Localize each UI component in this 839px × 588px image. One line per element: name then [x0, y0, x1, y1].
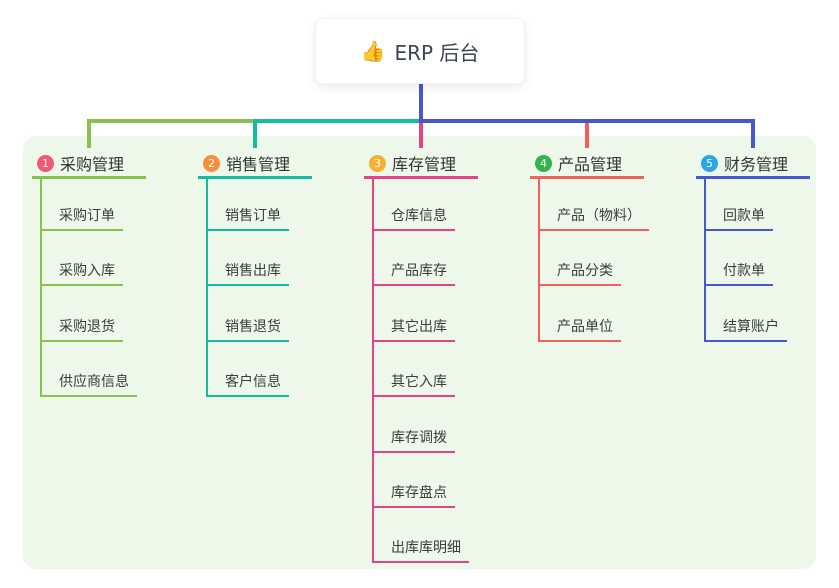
child-node[interactable]: 付款单 — [704, 260, 773, 286]
child-node[interactable]: 库存调拨 — [372, 427, 455, 453]
branch-node-5[interactable]: 5 财务管理 — [696, 150, 811, 179]
branch-label: 销售管理 — [226, 155, 291, 174]
branch-number-badge: 5 — [701, 154, 718, 172]
child-node[interactable]: 采购入库 — [40, 260, 123, 286]
branch-node-2[interactable]: 2 销售管理 — [198, 150, 313, 179]
branch-number-badge: 1 — [37, 154, 54, 172]
child-node[interactable]: 采购订单 — [40, 205, 123, 231]
branch-label: 产品管理 — [558, 155, 623, 174]
child-node[interactable]: 出库库明细 — [372, 537, 469, 563]
connector-horizontal-line — [87, 119, 257, 123]
child-node[interactable]: 采购退货 — [40, 316, 123, 342]
child-node[interactable]: 回款单 — [704, 205, 773, 231]
connector-drop-line — [585, 119, 589, 148]
connector-horizontal-line — [253, 119, 423, 123]
branch-node-4[interactable]: 4 产品管理 — [530, 150, 645, 179]
branch-number-badge: 2 — [203, 154, 220, 172]
child-node[interactable]: 结算账户 — [704, 316, 787, 342]
branches-panel — [23, 136, 816, 569]
branch-label: 库存管理 — [392, 155, 457, 174]
child-node[interactable]: 产品单位 — [538, 316, 621, 342]
child-node[interactable]: 其它入库 — [372, 371, 455, 397]
child-node[interactable]: 销售出库 — [206, 260, 289, 286]
branch-label: 采购管理 — [60, 155, 125, 174]
branch-vertical-line — [372, 179, 374, 563]
child-node[interactable]: 其它出库 — [372, 316, 455, 342]
branch-vertical-line — [538, 179, 540, 342]
root-node-label: ERP 后台 — [394, 40, 480, 65]
branch-vertical-line — [40, 179, 42, 397]
child-node[interactable]: 供应商信息 — [40, 371, 137, 397]
child-node[interactable]: 销售退货 — [206, 316, 289, 342]
child-node[interactable]: 产品分类 — [538, 260, 621, 286]
branch-node-3[interactable]: 3 库存管理 — [364, 150, 479, 179]
connector-drop-line — [253, 119, 257, 148]
branch-vertical-line — [206, 179, 208, 397]
child-node[interactable]: 库存盘点 — [372, 482, 455, 508]
child-node[interactable]: 产品库存 — [372, 260, 455, 286]
root-node[interactable]: 👍 ERP 后台 — [315, 18, 525, 84]
child-node[interactable]: 仓库信息 — [372, 205, 455, 231]
connector-drop-line — [751, 119, 755, 148]
thumbs-up-icon: 👍 — [360, 39, 386, 63]
root-connector-line — [419, 82, 423, 123]
connector-drop-line — [87, 119, 91, 148]
branch-node-1[interactable]: 1 采购管理 — [32, 150, 147, 179]
branch-number-badge: 4 — [535, 154, 552, 172]
child-node[interactable]: 客户信息 — [206, 371, 289, 397]
branch-number-badge: 3 — [369, 154, 386, 172]
connector-drop-line — [419, 119, 423, 148]
connector-horizontal-line — [419, 119, 755, 123]
branch-label: 财务管理 — [724, 155, 789, 174]
child-node[interactable]: 销售订单 — [206, 205, 289, 231]
child-node[interactable]: 产品（物料） — [538, 205, 649, 231]
branch-vertical-line — [704, 179, 706, 342]
